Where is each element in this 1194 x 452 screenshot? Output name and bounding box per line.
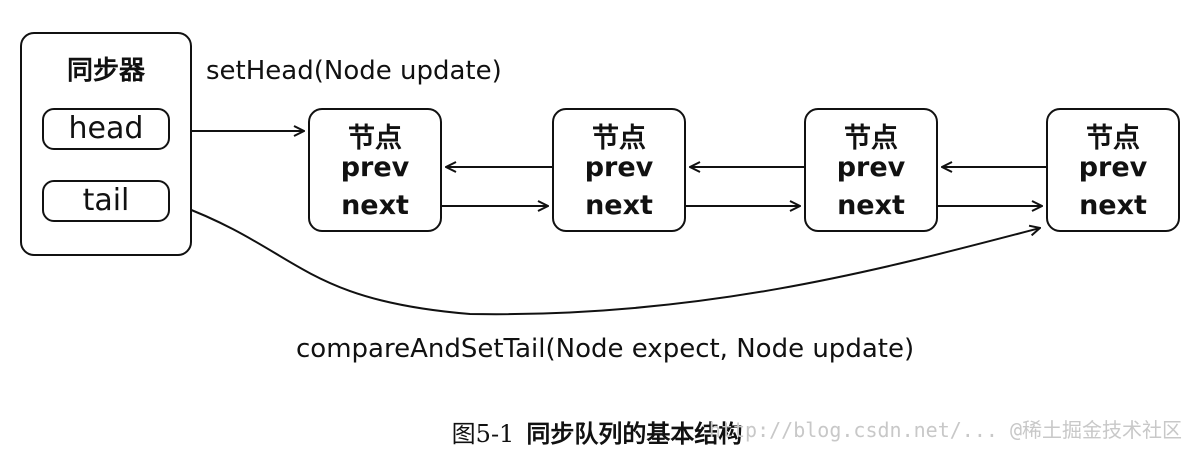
node-title: 节点 [348,123,402,154]
node-prev-field: prev [1078,152,1148,183]
synchronizer-box: 同步器 head tail [20,32,192,256]
compare-and-set-tail-label: compareAndSetTail(Node expect, Node upda… [296,334,915,364]
node-prev-field: prev [584,152,654,183]
watermark: http://blog.csdn.net/... @稀土掘金技术社区 [708,418,1182,442]
queue-node: 节点 prev next [1046,108,1180,232]
figure-title: 同步队列的基本结构 [526,419,743,448]
node-title: 节点 [1086,123,1140,154]
tail-arrow [175,203,1040,316]
node-next-field: next [585,190,653,221]
node-next-field: next [837,190,905,221]
queue-node: 节点 prev next [804,108,938,232]
set-head-label: setHead(Node update) [206,56,502,86]
node-title: 节点 [844,123,898,154]
synchronizer-title: 同步器 [66,56,145,86]
node-next-field: next [1079,190,1147,221]
queue-node: 节点 prev next [552,108,686,232]
node-prev-field: prev [836,152,906,183]
head-pointer: head [42,108,170,150]
tail-pointer: tail [42,180,170,222]
node-next-field: next [341,190,409,221]
node-title: 节点 [592,123,646,154]
queue-node: 节点 prev next [308,108,442,232]
figure-caption: 图5-1 同步队列的基本结构 [0,414,1194,449]
figure-number: 图5-1 [451,420,515,448]
node-prev-field: prev [340,152,410,183]
